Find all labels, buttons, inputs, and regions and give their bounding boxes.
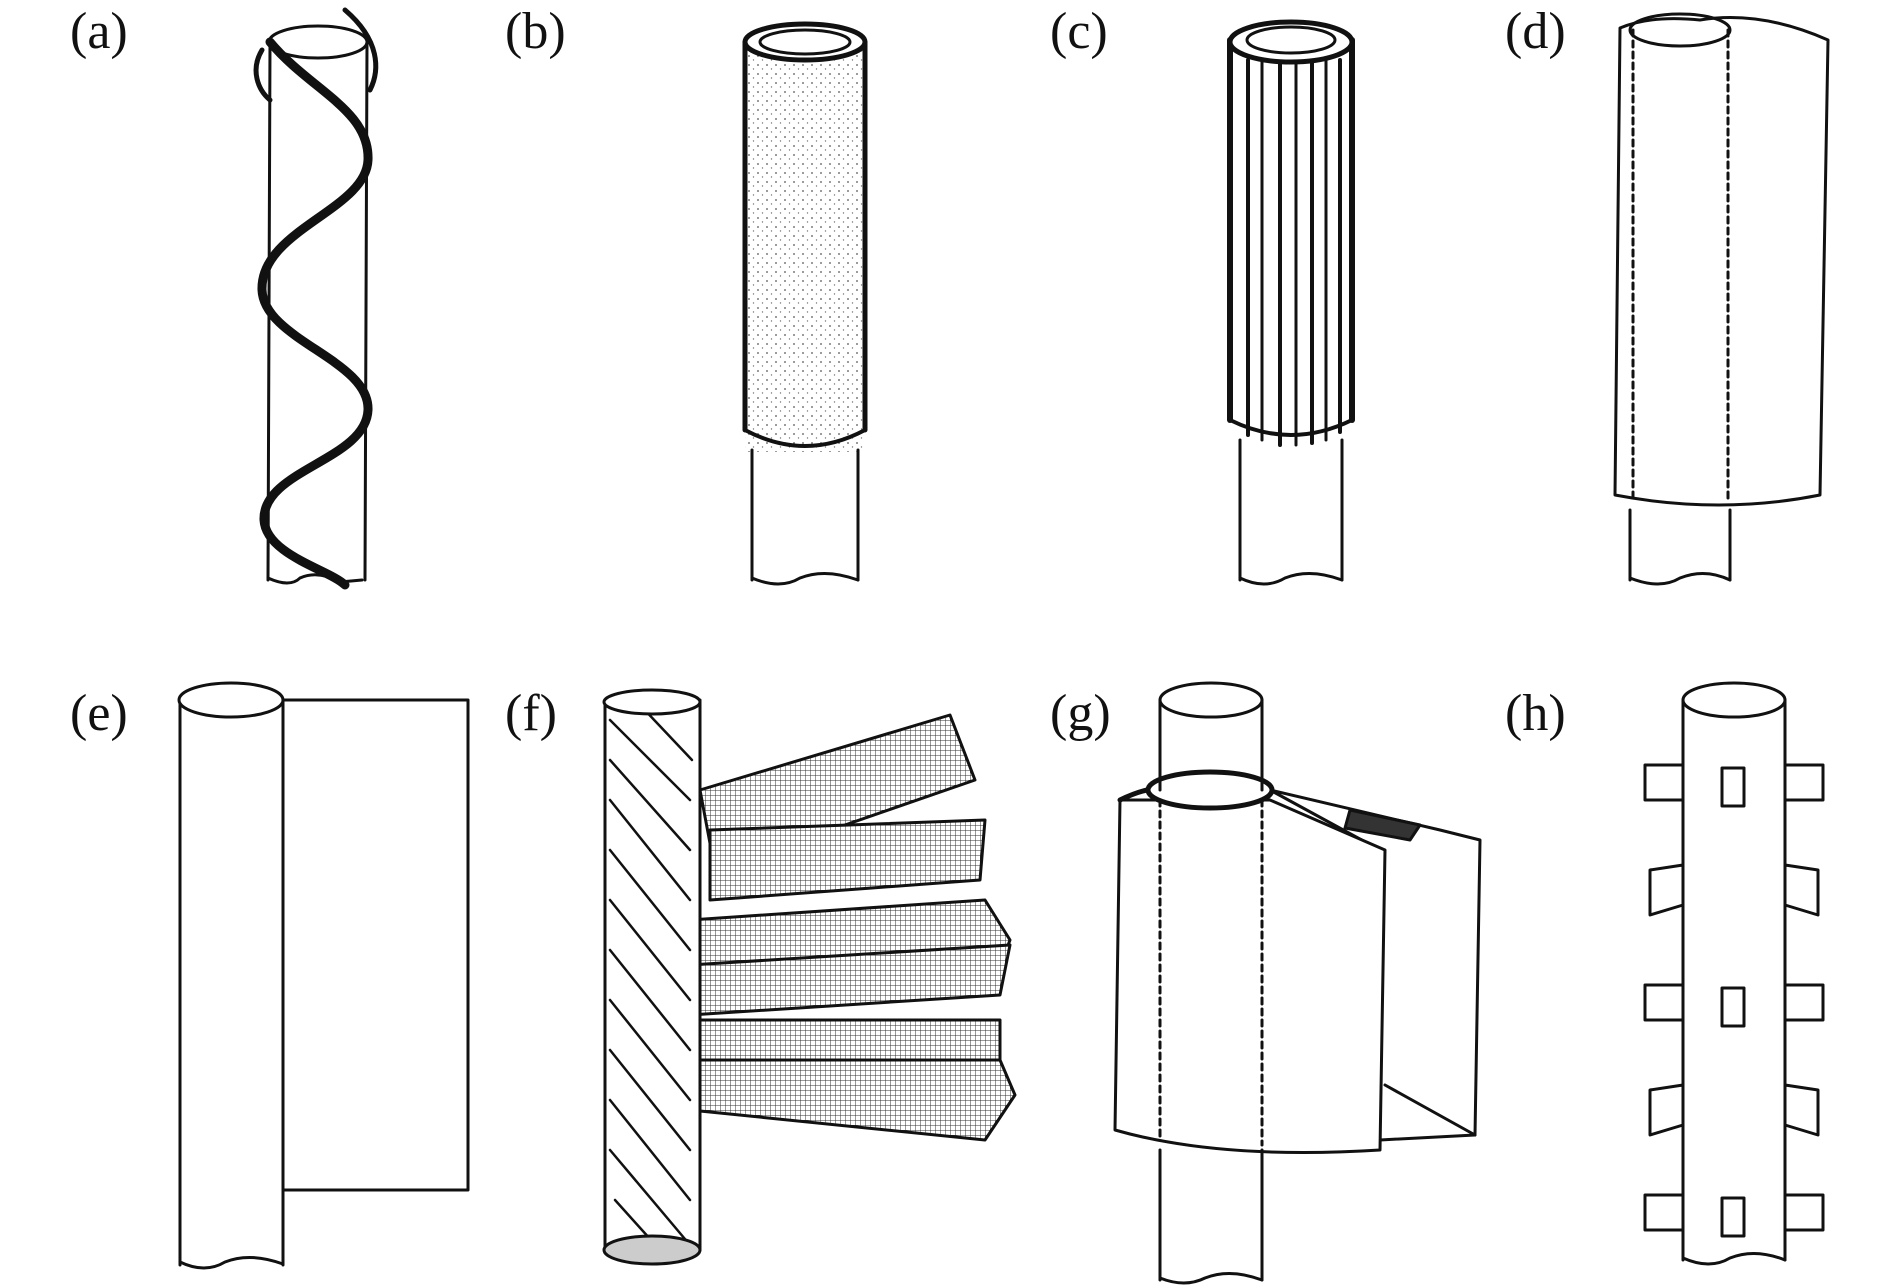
wire-rope-hatching bbox=[608, 703, 694, 1252]
panel-label-e: (e) bbox=[70, 685, 128, 742]
panel-h-bumps-drawing bbox=[1643, 681, 1825, 1266]
panel-label-g: (g) bbox=[1050, 685, 1111, 742]
panel-c-axial-rod-shroud-drawing bbox=[1227, 19, 1355, 586]
panel-b-porous-shroud-drawing bbox=[742, 21, 868, 586]
panel-f-ribbon-fairing-drawing bbox=[602, 688, 1017, 1266]
panel-label-b: (b) bbox=[505, 3, 566, 60]
panel-e-splitter-plate-drawing bbox=[177, 681, 470, 1270]
panel-d-fairing-drawing bbox=[1613, 12, 1830, 586]
panel-label-d: (d) bbox=[1505, 3, 1566, 60]
panel-g-guide-vane-fairing-drawing bbox=[1113, 681, 1482, 1285]
panel-label-h: (h) bbox=[1505, 685, 1566, 742]
panel-label-a: (a) bbox=[70, 3, 128, 60]
panel-a-helical-strake-drawing bbox=[253, 7, 379, 590]
panel-label-c: (c) bbox=[1050, 3, 1108, 60]
ribbon-strips bbox=[688, 713, 1017, 1142]
panel-label-f: (f) bbox=[505, 685, 557, 742]
